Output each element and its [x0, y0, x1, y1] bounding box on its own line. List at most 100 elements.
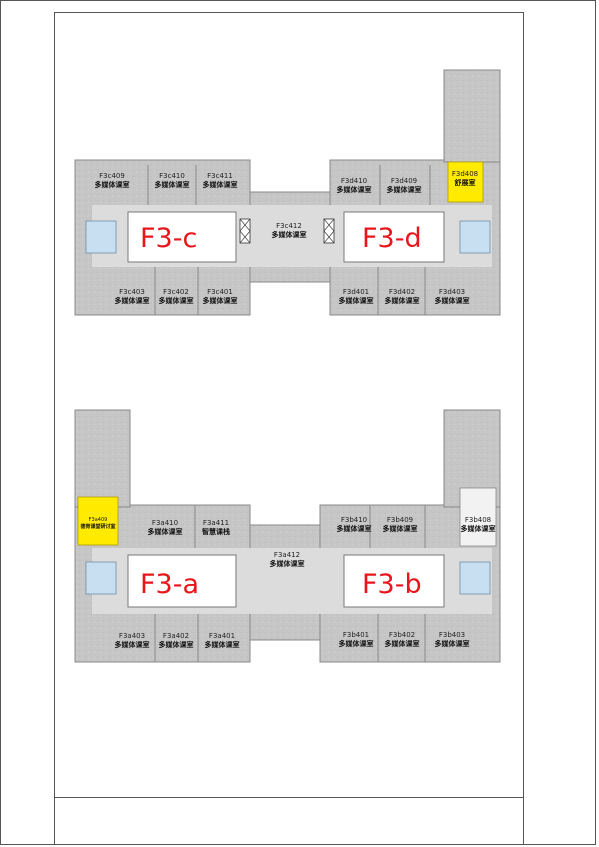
room-a410: F3a410 多媒体课室 [148, 519, 183, 536]
drawing-frame [54, 12, 524, 845]
room-c411: F3c411 多媒体课室 [203, 172, 238, 189]
room-code: F3a410 [152, 519, 178, 527]
room-name: 多媒体课室 [270, 559, 305, 568]
room-name: 多媒体课室 [337, 524, 372, 533]
room-c401: F3c401 多媒体课室 [203, 288, 238, 305]
room-name: 多媒体课室 [148, 527, 183, 536]
room-code: F3a409 [89, 517, 108, 523]
room-name: 多媒体课室 [387, 185, 422, 194]
room-b408: F3b408 多媒体课室 [461, 516, 496, 533]
room-name: 多媒体课室 [203, 296, 238, 305]
courtyard-b [343, 554, 445, 608]
room-name: 多媒体课室 [435, 296, 470, 305]
room-c410: F3c410 多媒体课室 [155, 172, 190, 189]
courtyard-d [343, 211, 445, 263]
room-code: F3b402 [389, 631, 415, 639]
room-code: F3a402 [163, 632, 189, 640]
room-d408: F3d408 舒展室 [452, 170, 478, 187]
room-b409: F3b409 多媒体课室 [383, 516, 418, 533]
room-b410: F3b410 多媒体课室 [337, 516, 372, 533]
zone-label-b: F3-b [362, 569, 422, 600]
room-name: 智慧课栈 [202, 527, 230, 536]
room-name: 多媒体课室 [159, 296, 194, 305]
building-north [74, 69, 501, 316]
elevator-d [323, 218, 335, 244]
room-name: 多媒体课室 [383, 524, 418, 533]
room-code: F3b410 [341, 516, 367, 524]
room-a402: F3a402 多媒体课室 [159, 632, 194, 649]
room-code: F3a403 [119, 632, 145, 640]
stair-d [459, 220, 491, 254]
room-b402: F3b402 多媒体课室 [385, 631, 420, 648]
room-d409: F3d409 多媒体课室 [387, 177, 422, 194]
room-code: F3c403 [119, 288, 145, 296]
room-name: 多媒体课室 [385, 296, 420, 305]
room-name: 舒展室 [455, 178, 476, 187]
room-name: 多媒体课室 [155, 180, 190, 189]
room-a411: F3a411 智慧课栈 [202, 519, 230, 536]
room-c403: F3c403 多媒体课室 [115, 288, 150, 305]
room-code: F3a412 [274, 551, 300, 559]
room-c412: F3c412 多媒体课室 [272, 222, 307, 239]
room-d402: F3d402 多媒体课室 [385, 288, 420, 305]
stair-a [85, 561, 117, 595]
room-name: 多媒体课室 [205, 640, 240, 649]
room-a412: F3a412 多媒体课室 [270, 551, 305, 568]
room-code: F3c409 [99, 172, 125, 180]
title-block [54, 797, 524, 845]
room-d408-highlight [447, 161, 484, 203]
room-code: F3c411 [207, 172, 233, 180]
room-code: F3c410 [159, 172, 185, 180]
wing-a-tower [74, 409, 131, 508]
room-code: F3b408 [465, 516, 491, 524]
room-name: 多媒体课室 [339, 639, 374, 648]
room-code: F3c402 [163, 288, 189, 296]
room-a409-highlight [77, 496, 119, 546]
wing-d-tower [443, 69, 501, 163]
room-code: F3c412 [276, 222, 302, 230]
room-code: F3d401 [343, 288, 369, 296]
room-name: 多媒体课室 [435, 639, 470, 648]
room-a403: F3a403 多媒体课室 [115, 632, 150, 649]
building-south [74, 409, 501, 663]
room-c409: F3c409 多媒体课室 [95, 172, 130, 189]
room-name: 多媒体课室 [461, 524, 496, 533]
room-d401: F3d401 多媒体课室 [339, 288, 374, 305]
room-code: F3a411 [203, 519, 229, 527]
room-d410: F3d410 多媒体课室 [337, 177, 372, 194]
room-c402: F3c402 多媒体课室 [159, 288, 194, 305]
stair-b [459, 561, 491, 595]
room-a409: F3a409 德育课堂研讨室 [79, 517, 115, 530]
room-name: 多媒体课室 [385, 639, 420, 648]
room-code: F3b403 [439, 631, 465, 639]
room-name: 多媒体课室 [337, 185, 372, 194]
room-b403: F3b403 多媒体课室 [435, 631, 470, 648]
room-name: 多媒体课室 [159, 640, 194, 649]
room-name: 多媒体课室 [115, 296, 150, 305]
zone-label-d: F3-d [362, 223, 422, 254]
zone-label-a: F3-a [140, 569, 199, 600]
room-code: F3d408 [452, 170, 478, 178]
room-code: F3c401 [207, 288, 233, 296]
room-d403: F3d403 多媒体课室 [435, 288, 470, 305]
room-name: 德育课堂研讨室 [79, 523, 115, 530]
room-b408-area [459, 487, 497, 547]
room-a401: F3a401 多媒体课室 [205, 632, 240, 649]
zone-label-c: F3-c [140, 223, 197, 254]
room-name: 多媒体课室 [115, 640, 150, 649]
room-name: 多媒体课室 [203, 180, 238, 189]
room-code: F3d402 [389, 288, 415, 296]
courtyard-c [127, 211, 237, 263]
room-code: F3b401 [343, 631, 369, 639]
room-code: F3d409 [391, 177, 417, 185]
room-code: F3d410 [341, 177, 367, 185]
room-name: 多媒体课室 [339, 296, 374, 305]
room-name: 多媒体课室 [272, 230, 307, 239]
stair-c [85, 220, 117, 254]
courtyard-a [127, 554, 237, 608]
room-code: F3b409 [387, 516, 413, 524]
room-code: F3a401 [209, 632, 235, 640]
elevator-c [239, 218, 251, 244]
room-name: 多媒体课室 [95, 180, 130, 189]
